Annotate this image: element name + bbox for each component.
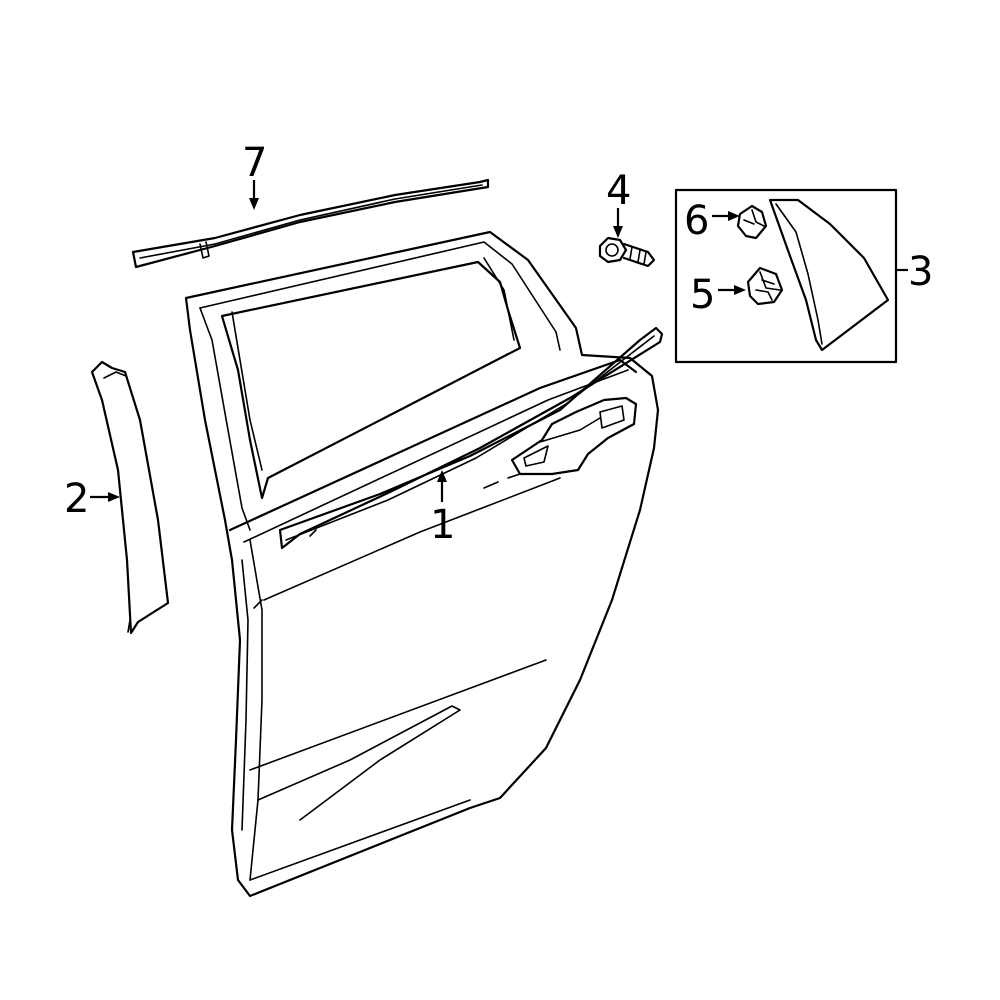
callout-label-6: 6	[684, 198, 709, 244]
callout-label-7: 7	[242, 140, 267, 186]
callout-label-5: 5	[690, 272, 715, 318]
part-6-clip	[736, 204, 768, 240]
callout-label-1: 1	[430, 502, 455, 548]
part-4-bolt	[598, 236, 656, 268]
part-7-upper-molding	[131, 178, 490, 269]
part-2-pillar-applique	[90, 360, 170, 635]
callout-label-2: 2	[64, 476, 89, 522]
callout-arrow-4	[613, 208, 623, 238]
part-3-kit-box	[674, 188, 898, 364]
callout-arrow-1	[437, 470, 447, 502]
door-handle	[510, 396, 638, 476]
part-5-clip	[746, 266, 784, 306]
callout-arrow-5	[718, 285, 746, 295]
part-1-belt-molding	[278, 326, 664, 550]
callout-arrow-2	[90, 492, 120, 502]
callout-arrow-7	[249, 180, 259, 210]
rear-door-shell	[184, 230, 660, 898]
callout-label-4: 4	[606, 168, 631, 214]
callout-arrow-6	[712, 211, 740, 221]
callout-label-3: 3	[908, 249, 933, 295]
